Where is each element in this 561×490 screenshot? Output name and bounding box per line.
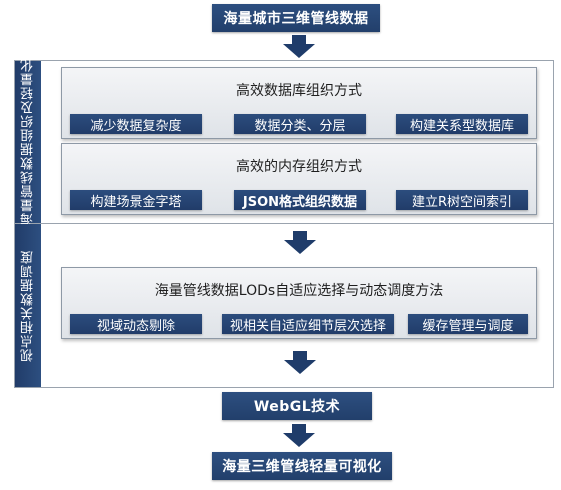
source-data-label: 海量城市三维管线数据: [223, 11, 369, 27]
source-data-box: 海量城市三维管线数据: [212, 4, 380, 32]
adaptive-lod-box: 视相关自适应细节层次选择: [222, 314, 394, 334]
visualization-result-box: 海量三维管线轻量可视化: [212, 452, 392, 480]
classify-layer-box: 数据分类、分层: [234, 114, 366, 134]
lod-scheduling-panel: 海量管线数据LODs自适应选择与动态调度方法 视域动态剔除 视相关自适应细节层次…: [61, 267, 537, 339]
memory-organization-title: 高效的内存组织方式: [236, 159, 362, 175]
reduce-complexity-label: 减少数据复杂度: [90, 118, 182, 134]
scene-pyramid-label: 构建场景金字塔: [90, 194, 182, 210]
down-arrow-icon: [283, 35, 315, 58]
down-arrow-icon: [284, 351, 316, 374]
relational-db-box: 构建关系型数据库: [396, 114, 528, 134]
process-panel: 海量管线数据组织及轻量化 视点相关数据调度 高效数据库组织方式 减少数据复杂度 …: [14, 58, 554, 388]
section2-side-label: 视点相关数据调度: [15, 224, 41, 387]
cache-management-label: 缓存管理与调度: [422, 318, 514, 334]
frustum-culling-label: 视域动态剔除: [96, 318, 175, 334]
database-organization-title: 高效数据库组织方式: [236, 83, 362, 99]
rtree-index-box: 建立R树空间索引: [396, 190, 528, 210]
json-format-label: JSON格式组织数据: [242, 194, 358, 210]
reduce-complexity-box: 减少数据复杂度: [70, 114, 202, 134]
scene-pyramid-box: 构建场景金字塔: [70, 190, 202, 210]
relational-db-label: 构建关系型数据库: [409, 118, 514, 134]
section2-side-text: 视点相关数据调度: [20, 249, 36, 362]
frustum-culling-box: 视域动态剔除: [70, 314, 202, 334]
adaptive-lod-label: 视相关自适应细节层次选择: [229, 318, 386, 334]
down-arrow-icon: [283, 424, 315, 447]
section1-side-label: 海量管线数据组织及轻量化: [15, 58, 41, 226]
memory-organization-panel: 高效的内存组织方式 构建场景金字塔 JSON格式组织数据 建立R树空间索引: [61, 143, 537, 215]
database-organization-panel: 高效数据库组织方式 减少数据复杂度 数据分类、分层 构建关系型数据库: [61, 67, 537, 139]
json-format-box: JSON格式组织数据: [234, 190, 366, 210]
cache-management-box: 缓存管理与调度: [408, 314, 528, 334]
webgl-label: WebGL技术: [253, 399, 341, 415]
webgl-box: WebGL技术: [222, 392, 372, 420]
classify-layer-label: 数据分类、分层: [254, 118, 346, 134]
rtree-index-label: 建立R树空间索引: [411, 194, 513, 210]
section1-side-text: 海量管线数据组织及轻量化: [20, 58, 36, 226]
section-divider: [15, 223, 553, 224]
down-arrow-icon: [284, 231, 316, 254]
visualization-result-label: 海量三维管线轻量可视化: [222, 459, 382, 475]
lod-scheduling-title: 海量管线数据LODs自适应选择与动态调度方法: [154, 283, 444, 299]
